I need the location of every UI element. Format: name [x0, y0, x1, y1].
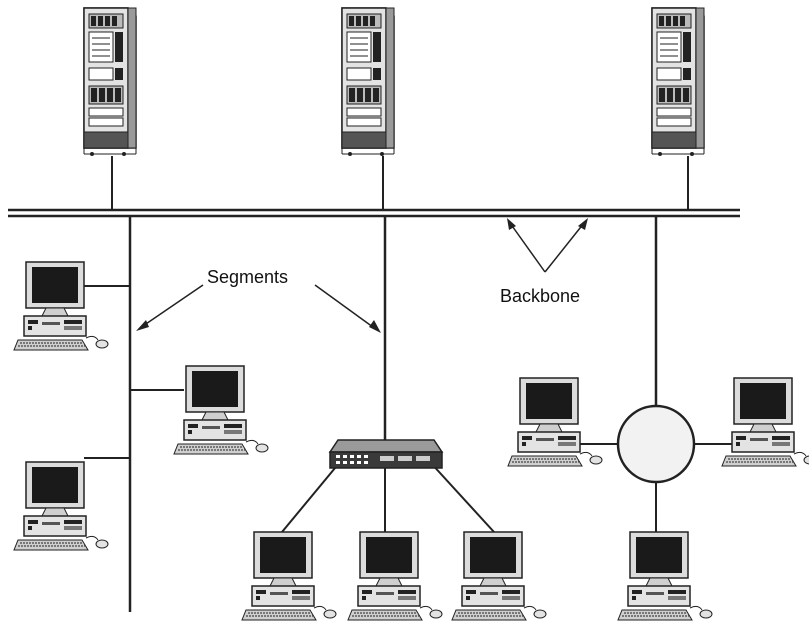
server-icon — [651, 7, 705, 157]
segments-arrow-right — [314, 284, 378, 331]
workstation-icon — [451, 531, 547, 621]
backbone-label: Backbone — [500, 286, 580, 306]
workstation-icon — [721, 377, 809, 467]
backbone-arrow-right — [544, 222, 585, 273]
workstation-icon — [347, 531, 443, 621]
workstation-icon — [13, 461, 109, 551]
workstation-icon — [13, 261, 109, 351]
hub-ring-icon — [616, 404, 696, 484]
workstation-icon — [507, 377, 603, 467]
workstation-icon — [617, 531, 713, 621]
segments-label: Segments — [207, 267, 288, 287]
server-icon — [341, 7, 395, 157]
switch-icon — [329, 439, 443, 469]
server-icon — [83, 7, 137, 157]
workstation-icon — [173, 365, 269, 455]
segments-arrow-left — [139, 284, 204, 329]
workstation-icon — [241, 531, 337, 621]
backbone-arrow-left — [509, 222, 546, 273]
